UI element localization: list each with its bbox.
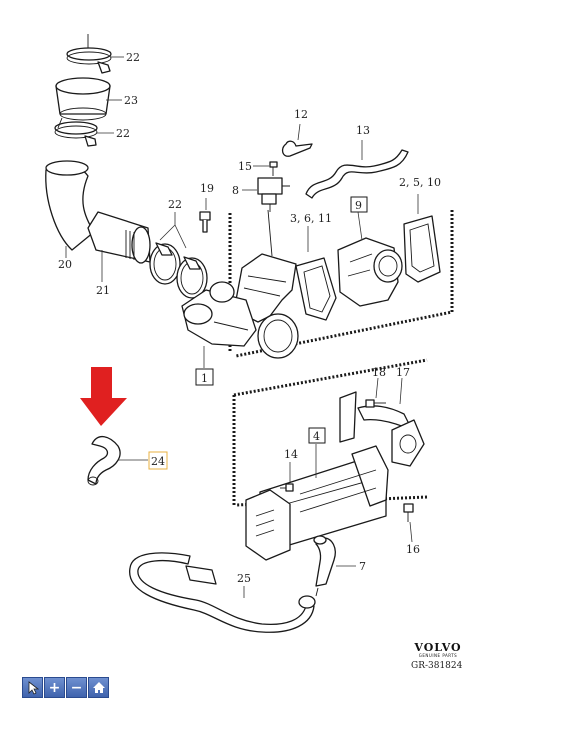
connector-part-12[interactable] [281, 140, 313, 157]
label-15[interactable]: 15 [238, 160, 252, 173]
group-frame-upper [228, 210, 454, 358]
hose-part-24[interactable] [87, 436, 121, 486]
label-23[interactable]: 23 [124, 94, 138, 107]
bolt-part-14[interactable] [280, 483, 294, 492]
label-18[interactable]: 18 [372, 366, 386, 379]
screw-part-15[interactable] [269, 161, 278, 176]
label-20[interactable]: 20 [58, 258, 72, 271]
home-button[interactable] [88, 677, 109, 698]
label-2-5-10[interactable]: 2, 5, 10 [399, 176, 441, 189]
label-14[interactable]: 14 [284, 448, 298, 461]
gasket-part-3-6-11[interactable] [295, 257, 337, 321]
pipe-part-21[interactable] [87, 211, 151, 264]
label-17[interactable]: 17 [396, 366, 410, 379]
label-8[interactable]: 8 [232, 184, 239, 197]
sleeve-part-23[interactable] [55, 77, 111, 121]
egr-valve-part-9[interactable] [337, 237, 403, 307]
label-16[interactable]: 16 [406, 543, 420, 556]
minus-icon: − [70, 679, 83, 696]
brand-logo: VOLVO GENUINE PARTS [412, 641, 464, 658]
bolt-part-19[interactable] [199, 211, 211, 233]
label-7[interactable]: 7 [359, 560, 366, 573]
label-22-top[interactable]: 22 [126, 51, 140, 64]
clamp-part-22-top[interactable] [66, 34, 112, 74]
zoom-out-button[interactable]: − [66, 677, 87, 698]
group-frame-lower [232, 358, 428, 507]
throttle-body-part-1[interactable] [181, 209, 299, 359]
pointer-icon [28, 680, 39, 695]
label-9[interactable]: 9 [355, 199, 362, 212]
clamp-part-22-second[interactable] [54, 117, 98, 147]
label-12[interactable]: 12 [294, 108, 308, 121]
gasket-part-2-5-10[interactable] [403, 215, 441, 283]
pipe-part-7[interactable] [313, 535, 336, 597]
brand-tagline: GENUINE PARTS [418, 653, 458, 658]
label-22-pair[interactable]: 22 [168, 198, 182, 211]
hose-part-20[interactable] [45, 160, 95, 251]
egr-cooler-part-4[interactable] [245, 445, 389, 561]
label-21[interactable]: 21 [96, 284, 110, 297]
home-icon [92, 682, 105, 693]
label-22-second[interactable]: 22 [116, 127, 130, 140]
solenoid-part-8[interactable] [257, 177, 290, 212]
brand-name: VOLVO [414, 641, 462, 654]
zoom-in-button[interactable]: + [44, 677, 65, 698]
label-19[interactable]: 19 [200, 182, 214, 195]
pointer-button[interactable] [22, 677, 43, 698]
highlight-box-24 [148, 451, 168, 470]
label-13[interactable]: 13 [356, 124, 370, 137]
label-4[interactable]: 4 [313, 430, 320, 443]
hose-part-25[interactable] [129, 552, 316, 633]
indicator-arrow-icon [80, 367, 127, 426]
label-24[interactable]: 24 [151, 455, 165, 468]
label-3-6-11[interactable]: 3, 6, 11 [290, 212, 332, 225]
plus-icon: + [48, 679, 61, 696]
clamp-pair-part-22[interactable] [149, 242, 208, 299]
hose-part-13[interactable] [305, 149, 409, 199]
viewer-toolbar: + − [22, 677, 109, 698]
bolt-part-18[interactable] [365, 399, 386, 408]
pipe-part-17[interactable] [339, 391, 425, 467]
label-25[interactable]: 25 [237, 572, 251, 585]
diagram-code: GR-381824 [411, 661, 463, 671]
label-1[interactable]: 1 [201, 372, 208, 385]
bolt-part-16[interactable] [403, 503, 414, 522]
